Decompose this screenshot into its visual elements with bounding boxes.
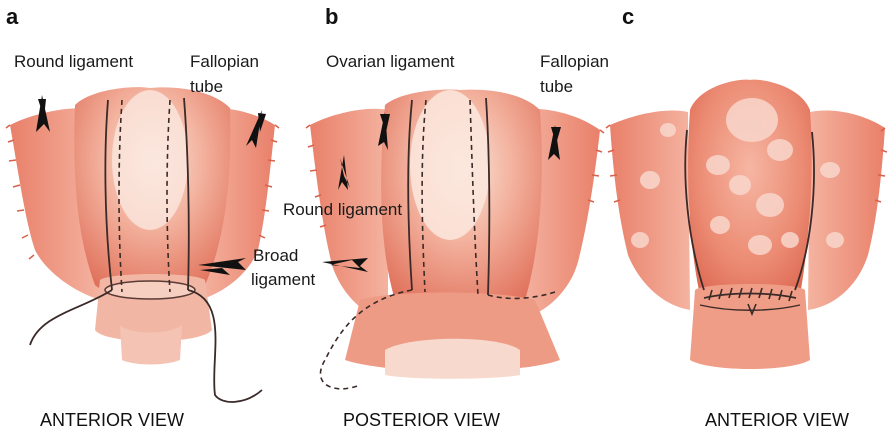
caption-a-view: ANTERIOR VIEW bbox=[40, 410, 184, 431]
panel-b-uterus bbox=[306, 90, 604, 389]
label-a-fallopian: Fallopian bbox=[190, 52, 259, 72]
label-b-tube: tube bbox=[540, 77, 573, 97]
panel-c-left-wing bbox=[610, 111, 690, 310]
panel-b-cervix bbox=[385, 339, 520, 379]
caption-b-view: POSTERIOR VIEW bbox=[343, 410, 500, 431]
panel-a-incision bbox=[105, 281, 195, 299]
panel-c-uterus bbox=[606, 80, 887, 369]
caption-c-view: ANTERIOR VIEW bbox=[705, 410, 849, 431]
label-a-round-ligament: Round ligament bbox=[14, 52, 133, 72]
label-b-ovarian-ligament: Ovarian ligament bbox=[326, 52, 455, 72]
label-b-round-ligament: Round ligament bbox=[283, 200, 402, 220]
panel-c-letter: c bbox=[622, 4, 634, 30]
label-a-tube: tube bbox=[190, 77, 223, 97]
panel-a-uterus bbox=[6, 87, 279, 402]
panel-b-letter: b bbox=[325, 4, 338, 30]
panel-c-right-wing bbox=[808, 111, 885, 310]
label-b-fallopian: Fallopian bbox=[540, 52, 609, 72]
label-ligament: ligament bbox=[251, 270, 315, 290]
label-broad: Broad bbox=[253, 246, 298, 266]
panel-a-letter: a bbox=[6, 4, 18, 30]
panel-a-highlight bbox=[112, 90, 188, 230]
